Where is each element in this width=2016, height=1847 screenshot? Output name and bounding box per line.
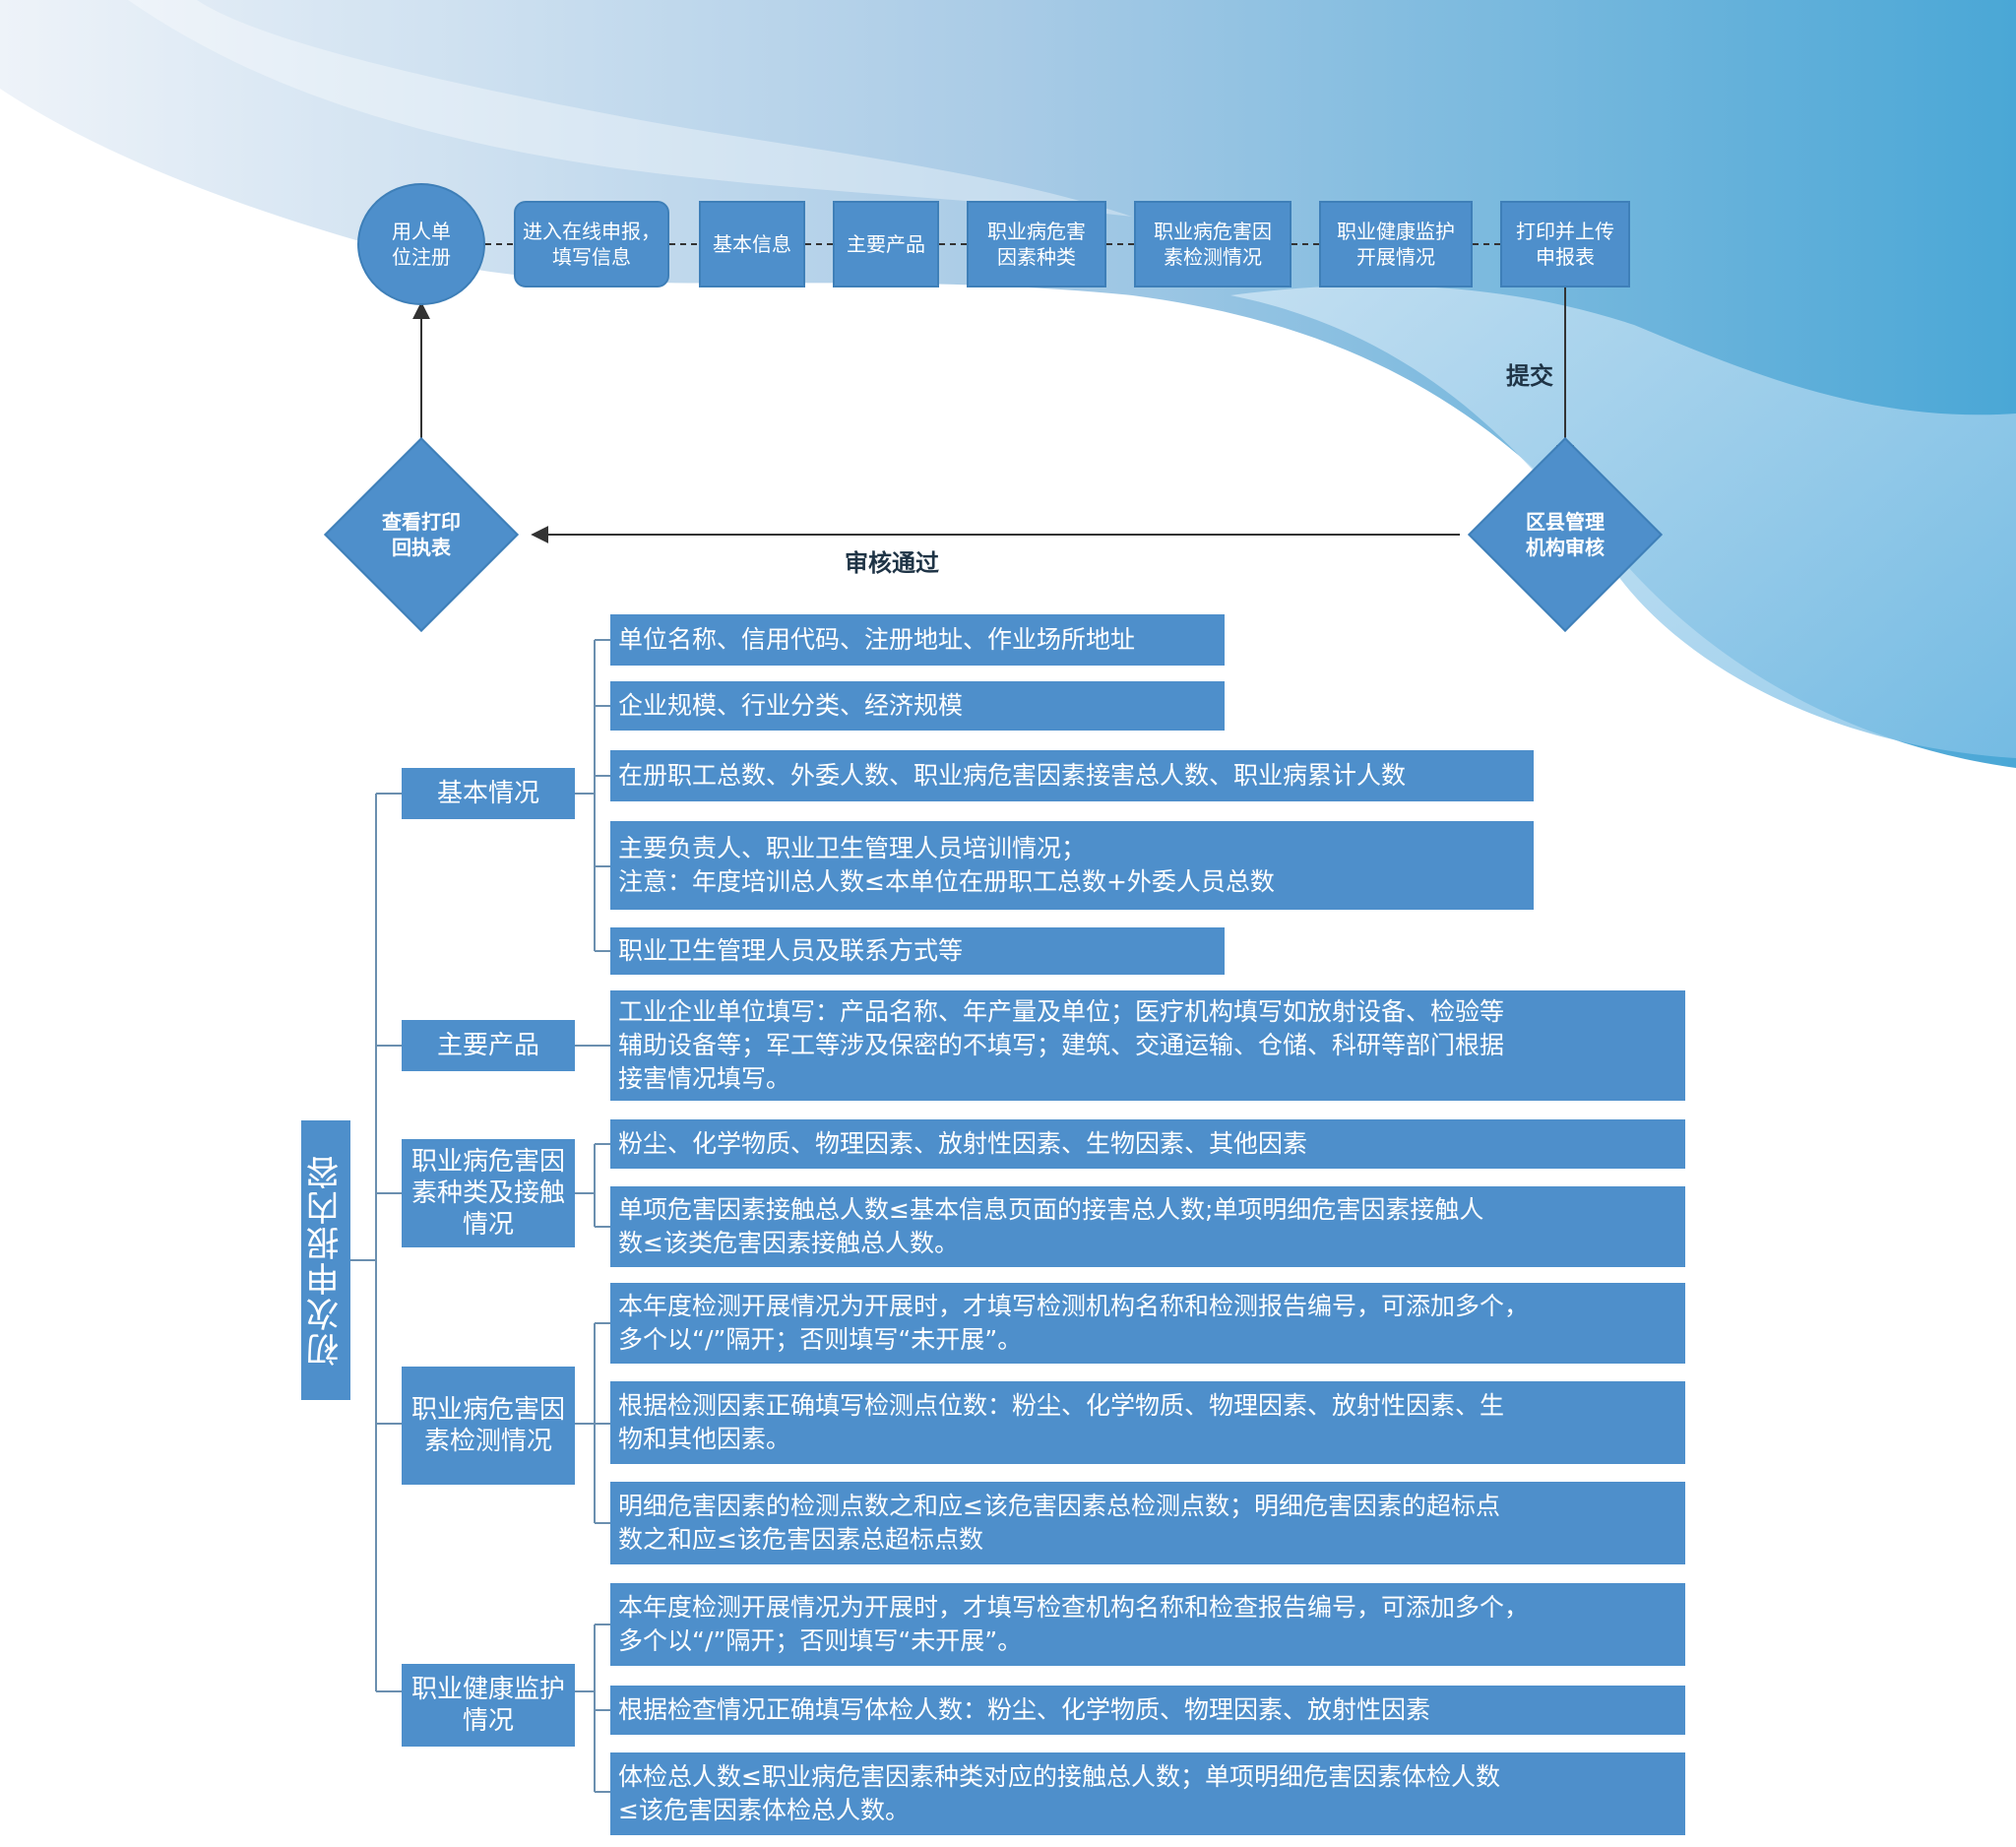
item-basic-3: 在册职工总数、外委人数、职业病危害因素接害总人数、职业病累计人数 — [610, 750, 1534, 801]
category-main-products: 主要产品 — [402, 1020, 575, 1071]
flow-step-register: 用人单 位注册 — [357, 183, 485, 305]
item-basic-5: 职业卫生管理人员及联系方式等 — [610, 927, 1225, 975]
flow-step-main-products: 主要产品 — [833, 201, 939, 287]
category-health-monitoring: 职业健康监护 情况 — [402, 1664, 575, 1747]
flow-step-online-report: 进入在线申报， 填写信息 — [514, 201, 669, 287]
item-health-1: 本年度检测开展情况为开展时，才填写检查机构名称和检查报告编号，可添加多个， 多个… — [610, 1583, 1685, 1666]
item-hazard-testing-3: 明细危害因素的检测点数之和应≤该危害因素总检测点数；明细危害因素的超标点 数之和… — [610, 1482, 1685, 1564]
approve-label: 审核通过 — [845, 549, 939, 577]
item-health-3: 体检总人数≤职业病危害因素种类对应的接触总人数；单项明细危害因素体检人数 ≤该危… — [610, 1752, 1685, 1835]
item-products-1: 工业企业单位填写：产品名称、年产量及单位；医疗机构填写如放射设备、检验等 辅助设… — [610, 990, 1685, 1101]
tree-root: 初次申报内容 — [301, 1120, 350, 1400]
flow-step-print-upload: 打印并上传 申报表 — [1500, 201, 1630, 287]
category-hazard-testing: 职业病危害因 素检测情况 — [402, 1367, 575, 1485]
flow-step-hazard-testing: 职业病危害因 素检测情况 — [1134, 201, 1292, 287]
receipt-node-label: 查看打印 回执表 — [382, 510, 461, 559]
review-node-label: 区县管理 机构审核 — [1526, 510, 1605, 559]
item-health-2: 根据检查情况正确填写体检人数：粉尘、化学物质、物理因素、放射性因素 — [610, 1686, 1685, 1735]
item-hazard-types-1: 粉尘、化学物质、物理因素、放射性因素、生物因素、其他因素 — [610, 1119, 1685, 1169]
flow-step-basic-info: 基本信息 — [699, 201, 805, 287]
item-hazard-testing-2: 根据检测因素正确填写检测点位数：粉尘、化学物质、物理因素、放射性因素、生 物和其… — [610, 1381, 1685, 1464]
flow-step-hazard-types: 职业病危害 因素种类 — [967, 201, 1106, 287]
item-basic-2: 企业规模、行业分类、经济规模 — [610, 681, 1225, 731]
item-hazard-types-2: 单项危害因素接触总人数≤基本信息页面的接害总人数;单项明细危害因素接触人 数≤该… — [610, 1186, 1685, 1267]
category-hazard-types: 职业病危害因 素种类及接触 情况 — [402, 1139, 575, 1247]
category-basic-info: 基本情况 — [402, 768, 575, 819]
item-basic-1: 单位名称、信用代码、注册地址、作业场所地址 — [610, 614, 1225, 666]
item-hazard-testing-1: 本年度检测开展情况为开展时，才填写检测机构名称和检测报告编号，可添加多个， 多个… — [610, 1283, 1685, 1364]
flow-step-health-monitoring: 职业健康监护 开展情况 — [1319, 201, 1473, 287]
item-basic-4: 主要负责人、职业卫生管理人员培训情况； 注意：年度培训总人数≤本单位在册职工总数… — [610, 821, 1534, 910]
submit-label: 提交 — [1506, 362, 1553, 390]
